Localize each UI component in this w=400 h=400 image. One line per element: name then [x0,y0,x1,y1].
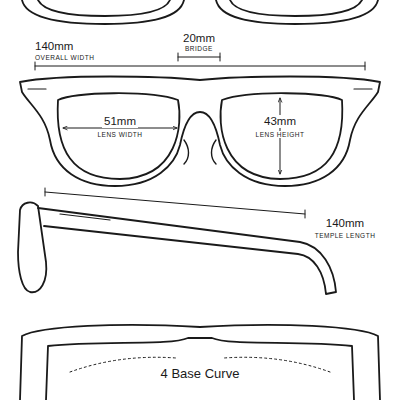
dimension-value: 140mm [324,217,366,230]
curve-label: 4 Base Curve [159,367,242,381]
nose-pads [184,140,216,164]
bridge-line [178,57,220,58]
temple-arm [38,208,336,294]
temple-length-line [45,192,305,214]
top-frame-left [22,0,184,24]
right-lens [221,93,343,179]
front-frame [20,77,380,187]
dimension-caption: TEMPLE LENGTH [313,232,378,239]
lens-width-line [63,128,177,129]
dimension-caption: OVERALL WIDTH [33,54,96,61]
dimension-value: 140mm [33,40,75,53]
temple-length-ticks [45,188,305,218]
dimension-value: 20mm [181,32,217,45]
overall-width-line [35,66,365,67]
top-frame-right [216,0,378,24]
top-lens-right [230,0,362,16]
dimension-value: 43mm [262,115,298,128]
hinge-pins [28,88,372,89]
bridge-ticks [178,53,220,61]
bottom-frame-outer [20,325,380,400]
dimension-caption: BRIDGE [183,45,215,52]
dimension-value: 51mm [102,115,138,128]
temple-detail [60,214,110,220]
bottom-frame-inner [46,338,354,400]
dimension-caption: LENS WIDTH [95,131,144,138]
overall-width-ticks [35,62,365,70]
left-lens [58,93,180,179]
side-front [18,203,46,293]
top-lens-left [38,0,170,16]
dimension-caption: LENS HEIGHT [254,131,307,138]
